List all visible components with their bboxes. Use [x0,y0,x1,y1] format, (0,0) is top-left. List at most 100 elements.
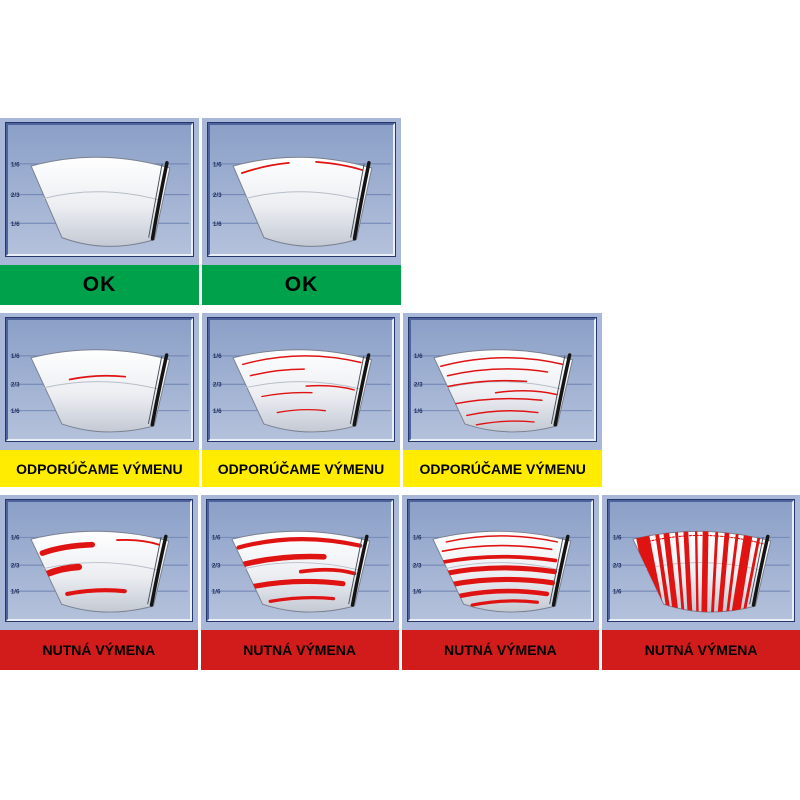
status-label: ODPORÚČAME VÝMENU [16,460,183,477]
red-streak [662,531,679,613]
fraction-label: 1/6 [613,589,622,596]
red-streak [249,368,305,377]
red-streak [439,554,557,565]
red-streak [268,596,335,603]
fraction-label: 1/6 [212,535,221,542]
wiper-illustration: 1/62/31/6 [413,349,593,433]
red-streak [470,599,539,607]
wipe-arc-line [443,562,559,571]
red-streak [116,539,161,546]
wear-marks [440,357,565,426]
wear-marks [439,535,558,607]
wiper-blade [752,534,770,607]
wear-marks [39,539,161,597]
fraction-label: 1/6 [412,535,421,542]
status-bar: NUTNÁ VÝMENA [602,630,800,670]
red-streak [240,162,290,174]
red-streak [448,576,555,588]
fraction-label: 1/6 [213,161,222,168]
red-streak [442,565,557,577]
wear-marks [68,374,127,381]
fraction-label: 1/6 [412,589,421,596]
status-label: NUTNÁ VÝMENA [243,642,357,658]
blade-edge-line [148,163,163,238]
wiper-illustration: 1/62/31/6 [9,530,188,613]
status-label: NUTNÁ VÝMENA [443,642,557,658]
wiper-blade [150,353,169,427]
wiper-illustration: 1/6 2/3 1/6 [211,156,392,247]
wiper-illustration: 1/6 2/3 1/6 [612,530,791,613]
wiper-illustration: 1/62/31/6 [9,349,189,433]
status-bar: OK [202,265,401,305]
wear-marks [241,355,362,414]
status-label: NUTNÁ VÝMENA [42,642,156,658]
wiper-blade [553,353,572,427]
blade-edge-line [147,537,162,605]
wiper-illustration: 1/62/31/6 [9,156,190,247]
status-bar: NUTNÁ VÝMENA [0,630,198,670]
fraction-label: 1/6 [212,589,221,596]
fraction-label: 1/6 [11,161,20,168]
red-streak [236,537,363,550]
status-bar: OK [0,265,199,305]
wipe-arc-line [244,191,361,201]
fraction-label: 2/3 [613,563,622,570]
red-streak [466,410,539,417]
wiper-illustration: 1/6 2/3 1/6 [411,530,590,613]
fraction-label: 1/6 [11,408,20,415]
red-streak [476,420,536,426]
red-streak [674,531,685,613]
red-streak [683,531,693,613]
panel-frame: 1/6 2/3 1/6 [208,123,395,256]
wipe-arc-line [244,381,360,390]
fraction-label: 1/6 [213,408,222,415]
panel-frame: 1/6 2/3 1/6 [608,500,794,621]
fraction-label: 1/6 [414,408,423,415]
status-label: ODPORÚČAME VÝMENU [419,460,586,477]
blade-edge-line [548,537,564,605]
red-streak [452,397,543,405]
status-bar: ODPORÚČAME VÝMENU [201,450,401,487]
wear-marks [634,531,764,613]
wiper-panel: 1/6 2/3 1/6 [202,118,401,265]
fraction-label: 1/6 [414,353,423,360]
wipe-arc-line [243,562,359,571]
wipe-arc-line [42,191,159,201]
fraction-label: 1/6 [613,535,622,542]
blade-edge-line [349,355,364,424]
red-streak [441,544,552,553]
fraction-label: 1/6 [11,221,20,228]
status-label: ODPORÚČAME VÝMENU [217,460,385,477]
wiper-panel: 1/6 2/3 1/6 [602,495,800,630]
red-streak [695,531,699,613]
wiper-sweep-area [30,349,171,433]
red-streak [731,531,755,613]
fraction-label: 2/3 [213,192,222,199]
red-streak [447,368,549,377]
status-bar: NUTNÁ VÝMENA [401,630,600,670]
status-label: OK [284,273,319,296]
fraction-label: 2/3 [412,563,421,570]
wiper-illustration: 1/62/31/6 [210,530,389,613]
fraction-label: 1/6 [213,221,222,228]
red-streak [44,563,83,577]
status-label: NUTNÁ VÝMENA [644,642,758,658]
panel-frame: 1/6 2/3 1/6 [407,500,594,621]
blade-edge-line [350,163,365,238]
wiper-blade [150,161,169,241]
fraction-label: 2/3 [213,382,222,389]
